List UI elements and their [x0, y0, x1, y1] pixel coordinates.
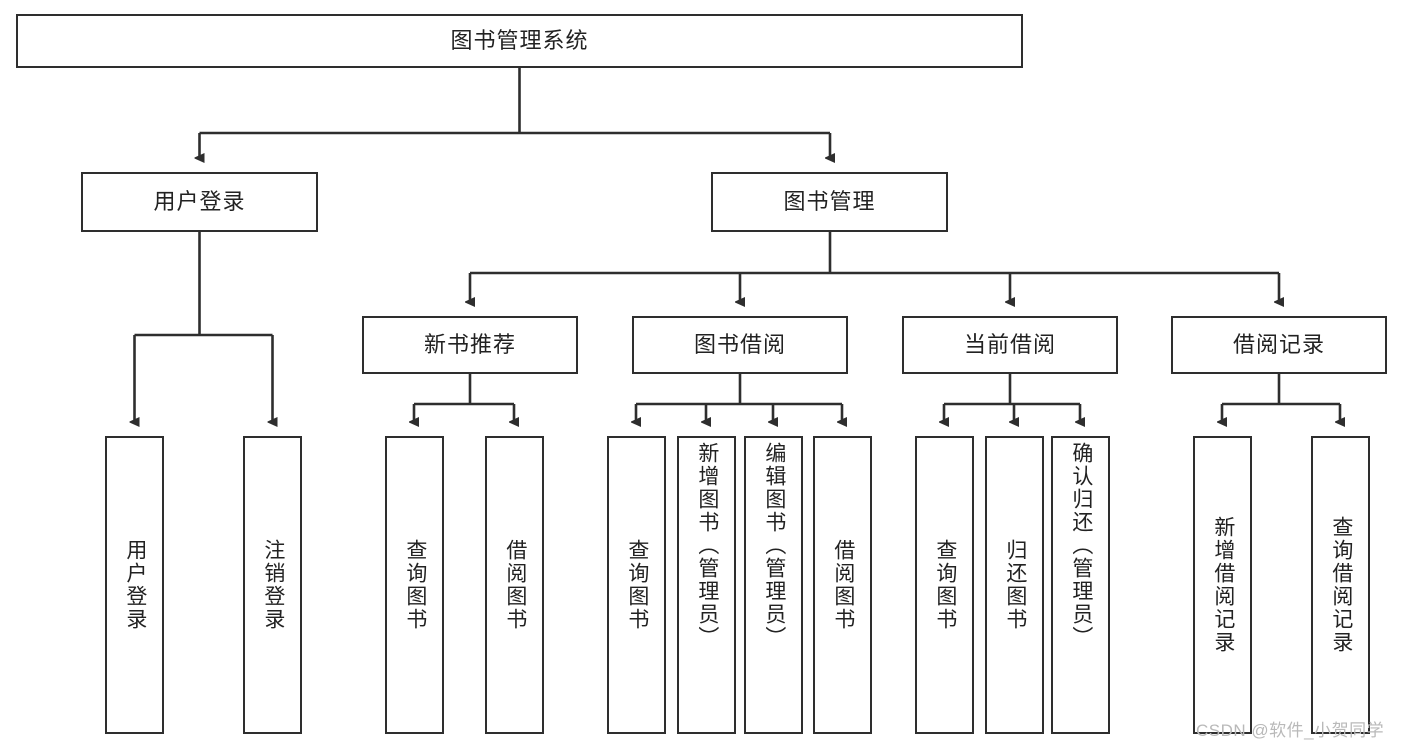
node-label: 用户登录	[123, 539, 147, 631]
node-label: 确认归还（管理员）	[1069, 442, 1093, 649]
node-label: 查询图书	[933, 539, 957, 631]
node-book-management-system[interactable]: 图书管理系统	[16, 14, 1023, 68]
node-label: 借阅图书	[503, 539, 527, 631]
leaf-query-book-borrow[interactable]: 查询图书	[607, 436, 666, 734]
node-label: 编辑图书（管理员）	[762, 442, 786, 649]
leaf-borrow-book-borrow[interactable]: 借阅图书	[813, 436, 872, 734]
node-label: 新书推荐	[423, 331, 516, 357]
leaf-add-book-admin[interactable]: 新增图书（管理员）	[677, 436, 736, 734]
node-label: 图书管理系统	[450, 27, 589, 53]
node-book-borrowing[interactable]: 图书借阅	[632, 316, 848, 374]
node-label: 查询借阅记录	[1329, 516, 1353, 654]
node-label: 查询图书	[625, 539, 649, 631]
leaf-query-borrow-record[interactable]: 查询借阅记录	[1311, 436, 1370, 734]
node-borrowing-record[interactable]: 借阅记录	[1171, 316, 1387, 374]
node-label: 用户登录	[153, 188, 246, 214]
node-new-book-recommendation[interactable]: 新书推荐	[362, 316, 578, 374]
leaf-query-book-current[interactable]: 查询图书	[915, 436, 974, 734]
node-label: 查询图书	[403, 539, 427, 631]
node-label: 注销登录	[261, 539, 285, 631]
node-label: 借阅图书	[831, 539, 855, 631]
node-label: 当前借阅	[963, 331, 1056, 357]
node-label: 图书管理	[783, 188, 876, 214]
leaf-return-book[interactable]: 归还图书	[985, 436, 1044, 734]
leaf-borrow-book-new-rec[interactable]: 借阅图书	[485, 436, 544, 734]
leaf-confirm-return-admin[interactable]: 确认归还（管理员）	[1051, 436, 1110, 734]
leaf-edit-book-admin[interactable]: 编辑图书（管理员）	[744, 436, 803, 734]
node-label: 借阅记录	[1232, 331, 1325, 357]
leaf-query-book-new-rec[interactable]: 查询图书	[385, 436, 444, 734]
leaf-user-login[interactable]: 用户登录	[105, 436, 164, 734]
leaf-logout-login[interactable]: 注销登录	[243, 436, 302, 734]
node-label: 归还图书	[1003, 539, 1027, 631]
leaf-add-borrow-record[interactable]: 新增借阅记录	[1193, 436, 1252, 734]
node-label: 新增借阅记录	[1211, 516, 1235, 654]
node-current-borrowing[interactable]: 当前借阅	[902, 316, 1118, 374]
node-label: 新增图书（管理员）	[695, 442, 719, 649]
node-label: 图书借阅	[693, 331, 786, 357]
node-user-login[interactable]: 用户登录	[81, 172, 318, 232]
watermark-text: CSDN @软件_小贺同学	[1196, 721, 1385, 740]
node-book-management[interactable]: 图书管理	[711, 172, 948, 232]
